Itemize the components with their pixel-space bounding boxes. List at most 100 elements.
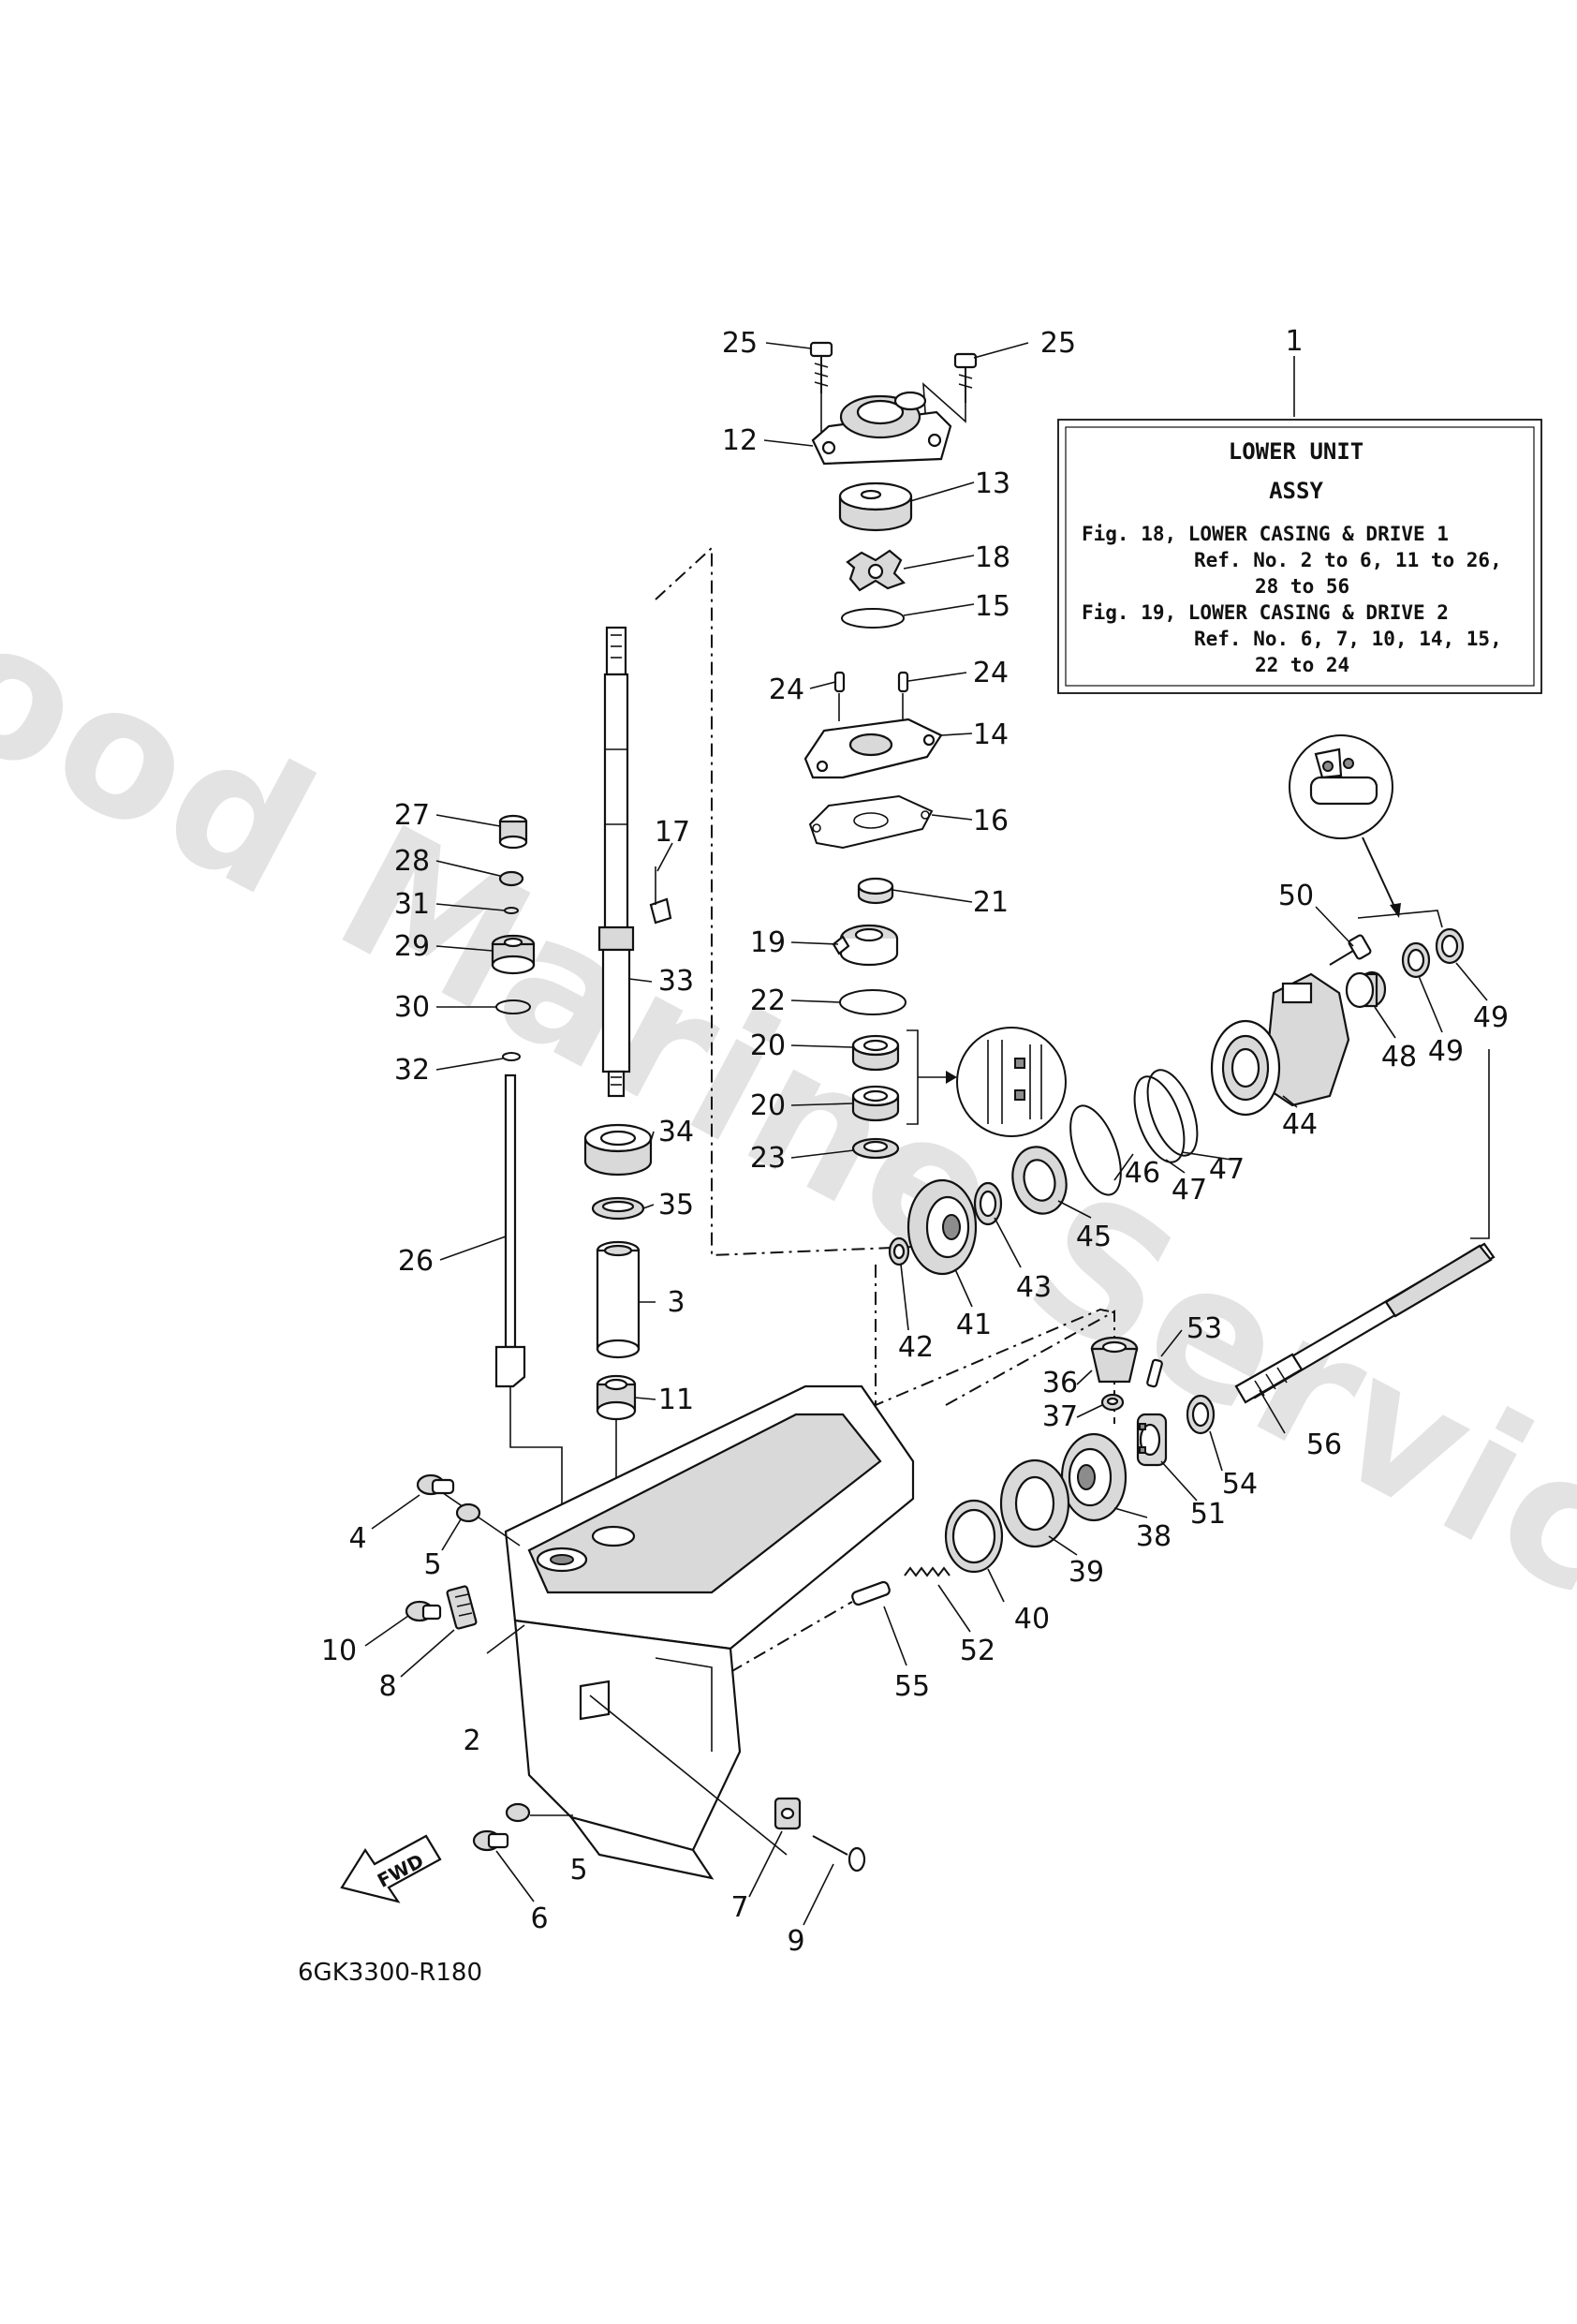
insert-cartridge-13 — [838, 481, 913, 532]
callout-42: 42 — [898, 1331, 934, 1364]
bolt-25-left — [809, 341, 833, 393]
callout-29: 29 — [394, 930, 430, 963]
bearing-20-lower — [851, 1085, 900, 1122]
info-box-line: Ref. No. 2 to 6, 11 to 26, — [1194, 549, 1502, 571]
callout-17: 17 — [655, 816, 690, 849]
callout-10: 10 — [321, 1635, 357, 1667]
o-ring-47-a — [1146, 1069, 1199, 1157]
shift-rod-26 — [494, 1073, 526, 1424]
o-ring-46 — [1069, 1104, 1122, 1196]
callout-49: 49 — [1428, 1035, 1464, 1068]
spring-52 — [904, 1566, 951, 1577]
o-ring-22 — [839, 989, 906, 1015]
lower-casing-2 — [430, 1384, 915, 1880]
nut-10 — [405, 1600, 442, 1622]
needle-bearing-11 — [596, 1374, 637, 1421]
bolt-4 — [416, 1473, 455, 1496]
bearing-20-upper — [851, 1034, 900, 1072]
callout-16: 16 — [973, 805, 1009, 837]
callout-5: 5 — [569, 1854, 587, 1887]
callout-6: 6 — [530, 1902, 548, 1935]
callout-55: 55 — [894, 1670, 930, 1703]
callout-41: 41 — [956, 1309, 992, 1341]
callout-47: 47 — [1209, 1153, 1245, 1186]
water-pump-group — [803, 341, 1067, 1160]
callout-38: 38 — [1136, 1520, 1172, 1553]
callout-1: 1 — [1285, 325, 1303, 358]
anode-8 — [446, 1585, 478, 1630]
prop-shaft-housing-group — [875, 734, 1490, 1424]
housing-detail-inset — [1289, 734, 1393, 839]
callout-47: 47 — [1172, 1174, 1207, 1206]
callout-31: 31 — [394, 888, 430, 921]
bearing-39 — [999, 1458, 1070, 1548]
info-box-line: Fig. 18, LOWER CASING & DRIVE 1 — [1082, 523, 1449, 545]
callout-15: 15 — [975, 590, 1010, 623]
callout-56: 56 — [1306, 1428, 1342, 1461]
seal-49-inner — [1401, 941, 1431, 979]
washer-32 — [502, 1052, 521, 1061]
callout-22: 22 — [750, 984, 786, 1017]
info-box-subtitle: ASSY — [1269, 478, 1323, 504]
washer-5-upper — [455, 1502, 481, 1523]
callout-18: 18 — [975, 541, 1010, 574]
outer-plate-14 — [803, 718, 943, 779]
dog-clutch-51 — [1136, 1413, 1168, 1467]
callout-36: 36 — [1042, 1367, 1078, 1399]
prop-shaft-group — [730, 1242, 1496, 1673]
leader-lines — [364, 342, 1488, 1926]
callout-20: 20 — [750, 1089, 786, 1122]
bearing-45 — [1011, 1146, 1068, 1215]
bearing-housing-44 — [1210, 972, 1350, 1117]
callout-37: 37 — [1042, 1400, 1078, 1433]
callout-5: 5 — [423, 1548, 441, 1581]
dowel-pin-24-left — [833, 671, 846, 693]
boot-29 — [491, 934, 536, 975]
callout-46: 46 — [1125, 1157, 1160, 1190]
seal-49-outer — [1435, 927, 1465, 965]
callout-45: 45 — [1076, 1221, 1112, 1253]
bearing-detail-inset — [956, 1027, 1067, 1137]
callout-32: 32 — [394, 1054, 430, 1087]
bolt-25-right — [953, 352, 978, 403]
callout-39: 39 — [1069, 1556, 1104, 1589]
callout-49: 49 — [1473, 1001, 1509, 1034]
callout-34: 34 — [658, 1116, 694, 1148]
pinion-gear-36 — [1090, 1336, 1139, 1384]
screw-9 — [812, 1835, 866, 1873]
callout-51: 51 — [1190, 1498, 1226, 1531]
callout-54: 54 — [1222, 1468, 1258, 1501]
callout-44: 44 — [1282, 1108, 1318, 1141]
callout-13: 13 — [975, 467, 1010, 500]
callout-20: 20 — [750, 1029, 786, 1062]
sleeve-3 — [596, 1240, 641, 1359]
washer-5-lower — [505, 1802, 531, 1823]
key-17 — [649, 897, 672, 925]
callout-50: 50 — [1278, 880, 1314, 912]
callout-14: 14 — [973, 718, 1009, 751]
propeller-shaft-56 — [1234, 1242, 1496, 1404]
callout-11: 11 — [658, 1384, 694, 1416]
bearing-48 — [1345, 970, 1387, 1009]
info-box-title: LOWER UNIT — [1229, 438, 1364, 465]
info-box: LOWER UNIT ASSY Fig. 18, LOWER CASING & … — [1057, 356, 1542, 694]
callout-48: 48 — [1381, 1041, 1417, 1073]
callout-33: 33 — [658, 965, 694, 998]
drive-shaft-33 — [597, 626, 635, 1098]
callout-numbers: 1 25 25 12 13 18 15 24 24 14 16 21 19 22… — [321, 325, 1509, 1958]
bushing-27 — [498, 814, 528, 850]
callout-35: 35 — [658, 1189, 694, 1221]
callout-8: 8 — [378, 1670, 396, 1703]
bolt-6 — [472, 1829, 509, 1852]
anode-7 — [774, 1797, 802, 1830]
gasket-15 — [841, 608, 905, 629]
info-box-line: Fig. 19, LOWER CASING & DRIVE 2 — [1082, 601, 1449, 624]
seal-housing-19 — [832, 924, 899, 967]
callout-26: 26 — [398, 1245, 434, 1278]
nut-28 — [498, 870, 524, 887]
callout-3: 3 — [667, 1286, 685, 1319]
callout-25: 25 — [1040, 327, 1076, 360]
callout-40: 40 — [1014, 1603, 1050, 1636]
callout-53: 53 — [1186, 1312, 1222, 1345]
info-box-line: Ref. No. 6, 7, 10, 14, 15, — [1194, 628, 1502, 650]
